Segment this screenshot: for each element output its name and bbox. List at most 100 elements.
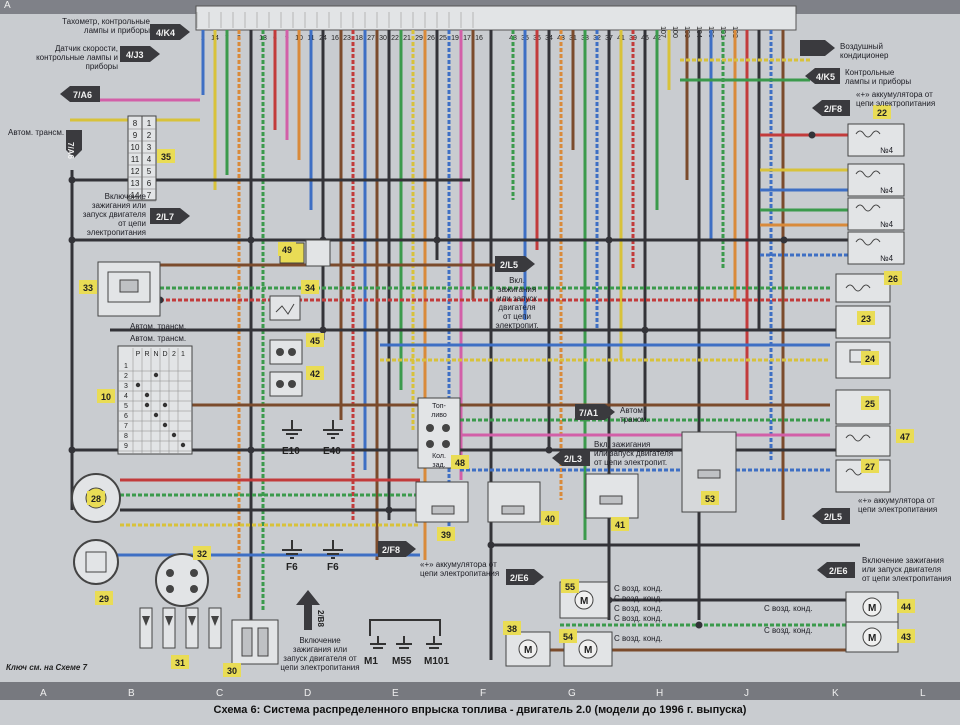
ignition-coil-30 [231, 619, 279, 665]
grid-letter: D [304, 688, 312, 699]
connector-pin-label: 25 [439, 35, 447, 42]
connector-35-pin: 5 [147, 167, 152, 176]
svg-text:2/L7: 2/L7 [156, 212, 174, 222]
label-auto-trans-a1: Автом. трансм. [620, 406, 649, 424]
component-number-badge [611, 517, 629, 531]
switch-row-label: 5 [124, 403, 128, 410]
connector-35-pin: 7 [147, 191, 152, 200]
junction-dots [68, 131, 864, 629]
connector-pin-label: 19 [451, 35, 459, 42]
svg-text:2/L3: 2/L3 [564, 454, 582, 464]
connector-pin-label: 16 [331, 35, 339, 42]
connector-35-pin: 13 [131, 179, 140, 188]
label-speed-sensor: Датчик скорости, контрольные лампы и при… [36, 44, 118, 71]
component-number: 47 [900, 432, 910, 442]
label-ac-3: С возд. конд. [614, 604, 663, 613]
switch-header: D [162, 351, 167, 358]
component-number: 30 [227, 666, 237, 676]
component-number-badge [857, 311, 875, 325]
ground-label-m101: M101 [424, 656, 450, 667]
component-number: 45 [310, 336, 320, 346]
component-number: 34 [305, 283, 315, 293]
ref-arrow-4k4[interactable]: 4/K4 [150, 24, 190, 40]
connector-35-pin: 14 [131, 191, 140, 200]
component-number-badge [223, 663, 241, 677]
component-number-badge [503, 621, 521, 635]
svg-text:2/E6: 2/E6 [510, 573, 529, 583]
component-number-badge [95, 591, 113, 605]
component-number-badge [861, 351, 879, 365]
ref-arrow-air-conditioner[interactable] [800, 40, 835, 56]
component-number: 25 [865, 399, 875, 409]
connector-35-pin: 9 [133, 131, 138, 140]
component-45 [269, 339, 303, 365]
ref-arrow-2l5-mid[interactable]: 2/L5 [495, 256, 535, 272]
component-39 [415, 481, 469, 523]
svg-text:7/A6: 7/A6 [66, 142, 75, 159]
connector-pin-label: 29 [415, 35, 423, 42]
svg-text:2/E6: 2/E6 [829, 566, 848, 576]
ref-arrow-2f8-left[interactable]: 2/F8 [378, 541, 416, 557]
ref-arrow-2f8-right[interactable]: 2/F8 [812, 100, 850, 116]
connector-35-pin: 4 [147, 155, 152, 164]
label-ac-4: С возд. конд. [614, 614, 663, 623]
connector-pin-label: 21 [403, 35, 411, 42]
component-number: 49 [282, 245, 292, 255]
component-number: 42 [310, 369, 320, 379]
component-number: 32 [197, 549, 207, 559]
connector-35-pin: 3 [147, 143, 152, 152]
svg-text:4/K5: 4/K5 [816, 72, 835, 82]
switch-header: P [136, 351, 141, 358]
ref-arrow-2l5-right[interactable]: 2/L5 [812, 508, 850, 524]
component-number: 44 [901, 602, 911, 612]
ref-arrow-2b8[interactable]: 2/B8 [296, 590, 325, 630]
switch-row-label: 8 [124, 433, 128, 440]
connector-pin-label: 107 [659, 26, 666, 38]
svg-text:2/F8: 2/F8 [382, 545, 400, 555]
grid-letter: E [392, 688, 399, 699]
component-number-badge [306, 333, 324, 347]
svg-text:2/B8: 2/B8 [316, 610, 325, 627]
label-battery-l5-right: «+» аккумулятора от цепи электропитания [858, 496, 938, 514]
ref-arrow-2e6-right[interactable]: 2/E6 [817, 562, 855, 578]
ground-label-f6a: F6 [286, 562, 298, 573]
ref-arrow-2l3[interactable]: 2/L3 [552, 450, 590, 466]
grid-letter: B [128, 688, 135, 699]
ref-arrow-7a6-left[interactable]: 7/A6 [60, 86, 100, 102]
svg-text:2/L5: 2/L5 [824, 512, 842, 522]
sensor-25 [835, 389, 891, 425]
svg-text:2/L5: 2/L5 [500, 260, 518, 270]
component-number-badge [861, 459, 879, 473]
ref-arrow-7a6-vertical[interactable]: 7/A6 [66, 130, 82, 159]
spark-plugs-31 [139, 607, 222, 649]
sensor-47 [835, 425, 891, 457]
connector-pin-label: 18 [355, 35, 363, 42]
component-number-badge [87, 491, 105, 505]
motor-43: M [845, 621, 899, 653]
component-number-badge [193, 546, 211, 560]
component-number: 10 [101, 392, 111, 402]
coil-label: №4 [880, 220, 894, 229]
label-auto-trans-top: Автом. трансм. [8, 128, 65, 137]
label-auto-trans-mid1: Автом. трансм. [130, 322, 187, 331]
component-number: 41 [615, 520, 625, 530]
ref-arrow-7a1[interactable]: 7/A1 [575, 404, 615, 420]
component-number-badge [561, 579, 579, 593]
label-ac-6: С возд. конд. [764, 604, 813, 613]
svg-text:2/F8: 2/F8 [824, 104, 842, 114]
ref-arrow-2e6-left[interactable]: 2/E6 [506, 569, 544, 585]
ref-arrow-4k5[interactable]: 4/K5 [805, 68, 840, 84]
grid-letter: L [920, 688, 926, 699]
sensor-26 [835, 273, 891, 303]
label-battery-f8: «+» аккумулятора от цепи электропитания [420, 560, 500, 578]
ground-label-m55: M55 [392, 656, 412, 667]
ref-arrow-2l7[interactable]: 2/L7 [150, 208, 190, 224]
svg-text:7/A1: 7/A1 [579, 408, 598, 418]
component-number-badge [79, 280, 97, 294]
component-34 [269, 295, 301, 321]
svg-text:4/J3: 4/J3 [126, 50, 144, 60]
ref-arrow-4j3[interactable]: 4/J3 [120, 46, 160, 62]
component-number-badge [278, 242, 296, 256]
component-number-badge [897, 629, 915, 643]
